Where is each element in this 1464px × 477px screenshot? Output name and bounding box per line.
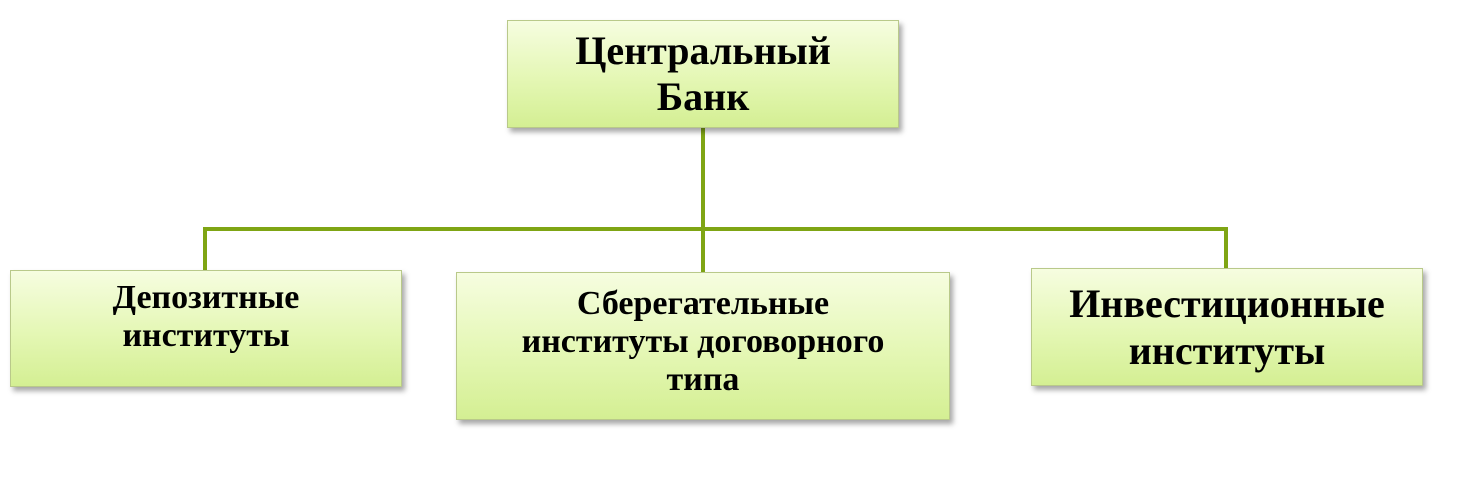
deposit-institutions-box: Депозитные институты (10, 270, 402, 387)
contractual-savings-institutions-box: Сберегательные институты договорного тип… (456, 272, 950, 420)
central-bank-label-line1: Центральный (575, 28, 831, 73)
central-bank-box: Центральный Банк (507, 20, 899, 128)
contractual-savings-institutions-label-line3: типа (666, 361, 740, 399)
central-bank-label-line2: Банк (656, 74, 750, 119)
investment-institutions-box: Инвестиционные институты (1031, 268, 1423, 386)
contractual-savings-institutions-label-line2: институты договорного (521, 323, 885, 361)
investment-institutions-label-line1: Инвестиционные (1069, 280, 1385, 326)
investment-institutions-label: Инвестиционные институты (1069, 280, 1385, 374)
deposit-institutions-label-line1: Депозитные (112, 279, 300, 316)
contractual-savings-institutions-label: Сберегательные институты договорного тип… (522, 285, 885, 399)
deposit-institutions-label-line2: институты (122, 317, 290, 355)
contractual-savings-institutions-label-line1: Сберегательные (576, 285, 830, 322)
deposit-institutions-label: Депозитные институты (113, 279, 300, 355)
central-bank-label: Центральный Банк (575, 28, 831, 120)
investment-institutions-label-line2: институты (1128, 328, 1326, 373)
